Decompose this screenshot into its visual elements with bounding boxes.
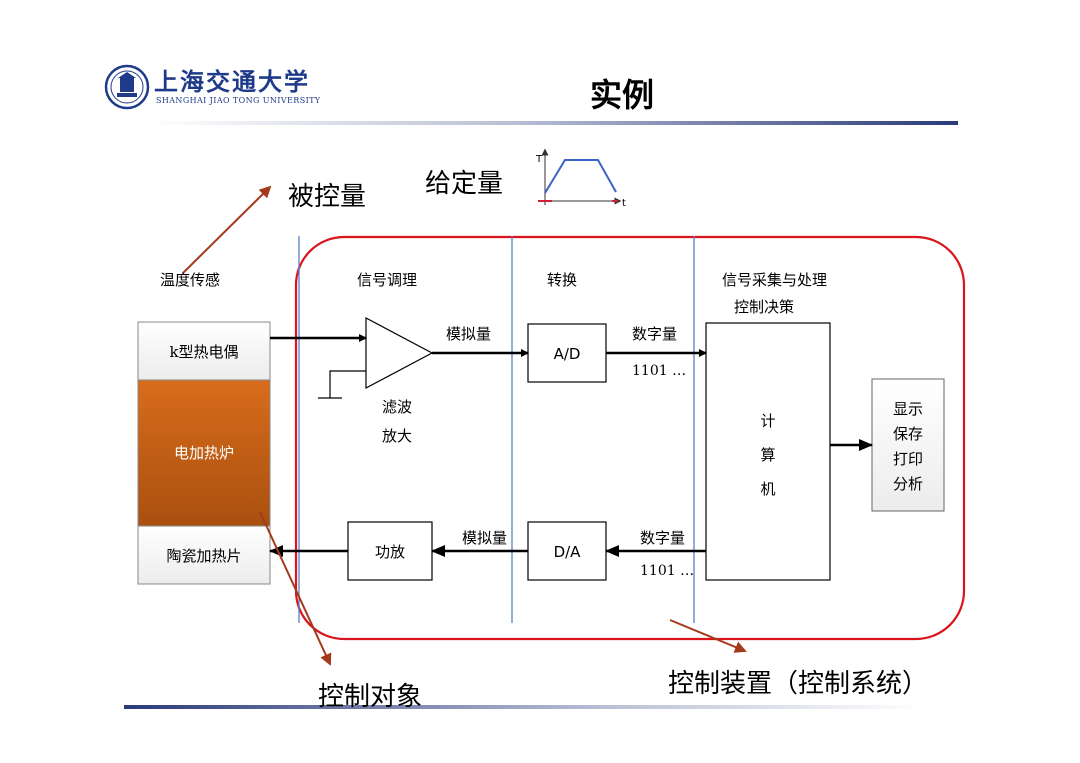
university-logo: 上海交通大学 SHANGHAI JIAO TONG UNIVERSITY bbox=[104, 60, 354, 120]
signal-bits-bottom: 1101 … bbox=[640, 563, 694, 579]
output-label-analyze: 分析 bbox=[893, 475, 923, 493]
amplify-label: 放大 bbox=[382, 427, 412, 445]
logo-chinese-name: 上海交通大学 bbox=[154, 67, 310, 96]
computer-label-1: 计 bbox=[760, 412, 775, 430]
power-amp-label: 功放 bbox=[375, 543, 405, 561]
logo-english-name: SHANGHAI JIAO TONG UNIVERSITY bbox=[156, 96, 321, 105]
ad-converter-label: A/D bbox=[554, 345, 581, 363]
column-conversion: 转换 bbox=[547, 271, 577, 289]
da-converter-block bbox=[527, 521, 607, 581]
column-acquisition: 信号采集与处理 bbox=[722, 271, 827, 289]
control-object-arrow bbox=[259, 511, 332, 666]
thermocouple-label: k型热电偶 bbox=[169, 343, 238, 361]
column-decision: 控制决策 bbox=[734, 298, 794, 316]
university-seal-icon bbox=[104, 64, 150, 110]
setpoint-label: 给定量 bbox=[425, 169, 503, 199]
da-converter-label: D/A bbox=[554, 543, 582, 561]
control-device-arrow bbox=[669, 619, 747, 653]
footer-rule bbox=[124, 705, 924, 709]
computer-label-3: 机 bbox=[760, 480, 775, 498]
column-conditioning: 信号调理 bbox=[357, 271, 417, 289]
controlled-variable-label: 被控量 bbox=[288, 182, 366, 212]
control-device-boundary bbox=[294, 235, 966, 641]
header-rule bbox=[150, 121, 958, 125]
signal-analog-bottom: 模拟量 bbox=[462, 529, 507, 547]
computer-label-2: 算 bbox=[760, 446, 775, 464]
control-device-label: 控制装置（控制系统） bbox=[668, 669, 928, 699]
power-amp-block bbox=[347, 521, 433, 581]
output-block bbox=[871, 378, 945, 512]
output-label-save: 保存 bbox=[893, 425, 923, 443]
amplifier-symbol bbox=[365, 317, 434, 389]
controlled-variable-arrow bbox=[182, 185, 272, 274]
ceramic-heater-block bbox=[137, 525, 271, 585]
signal-digital-bottom: 数字量 bbox=[640, 529, 685, 547]
slide-title: 实例 bbox=[590, 76, 655, 114]
column-sensor: 温度传感 bbox=[160, 271, 220, 289]
control-object-label: 控制对象 bbox=[318, 682, 422, 712]
computer-block bbox=[705, 322, 831, 581]
output-label-print: 打印 bbox=[893, 450, 923, 468]
signal-analog-top: 模拟量 bbox=[446, 325, 491, 343]
setpoint-axis-y-label: T bbox=[535, 154, 543, 165]
amplifier-ground-wire bbox=[329, 370, 366, 398]
signal-digital-top: 数字量 bbox=[632, 325, 677, 343]
setpoint-profile-chart: T t bbox=[535, 148, 626, 209]
setpoint-axis-x-label: t bbox=[622, 198, 626, 209]
output-label-display: 显示 bbox=[893, 400, 923, 418]
ceramic-heater-label: 陶瓷加热片 bbox=[166, 547, 241, 565]
filter-label: 滤波 bbox=[382, 398, 412, 416]
furnace-label: 电加热炉 bbox=[174, 444, 234, 462]
signal-bits-top: 1101 … bbox=[632, 363, 686, 379]
